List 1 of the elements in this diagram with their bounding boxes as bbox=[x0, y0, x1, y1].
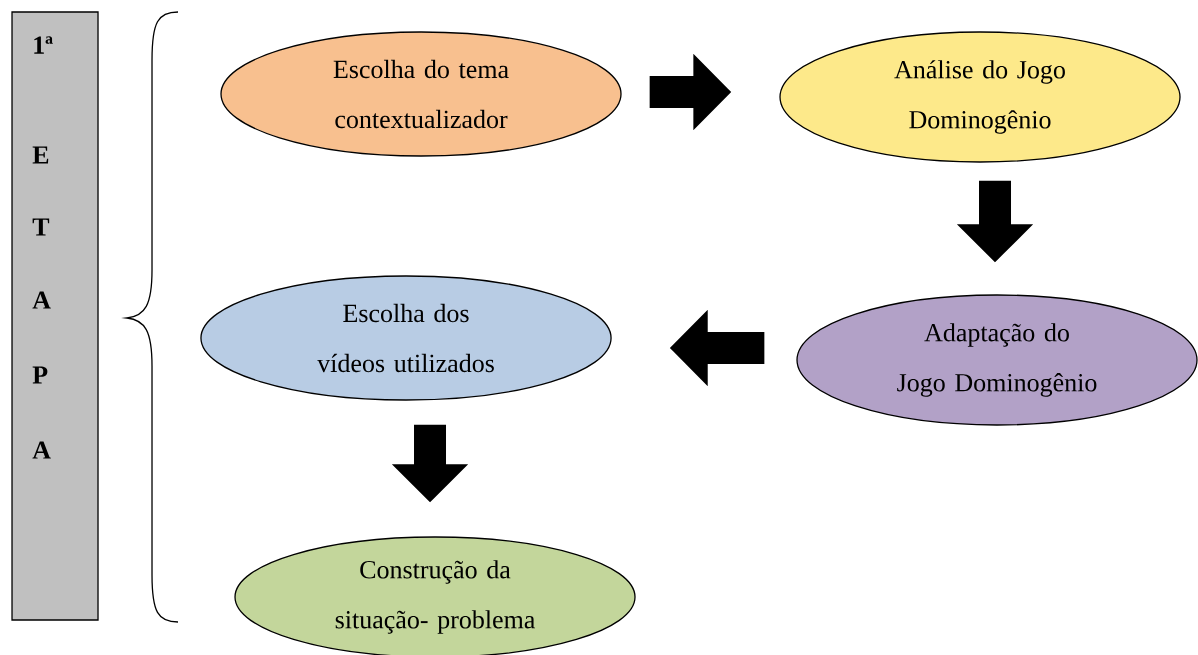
stage-bar: 1ª E T A P A bbox=[11, 11, 99, 621]
